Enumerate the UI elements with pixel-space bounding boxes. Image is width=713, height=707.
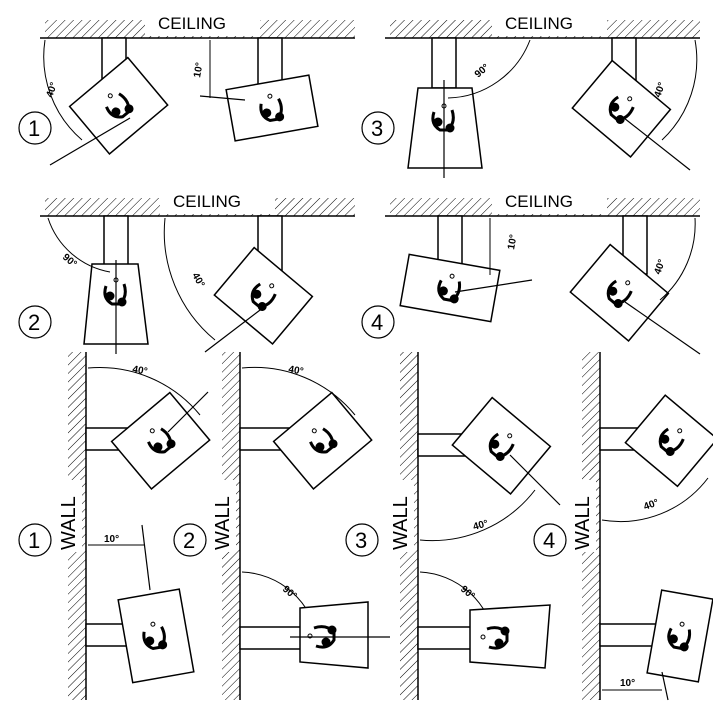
panel-wall-1: WALL 40° 10° 1: [18, 352, 211, 700]
axis-line: [199, 95, 246, 101]
mount-arm: [103, 215, 129, 267]
mount-plate: [646, 589, 713, 683]
angle-arc: [447, 39, 531, 99]
angle-label-10: 10°: [104, 534, 119, 545]
ceiling-label: CEILING: [173, 192, 241, 211]
axis-line: [49, 117, 131, 166]
mount-plate: [225, 74, 319, 142]
position-number-badge: [361, 305, 395, 339]
angle-label-90: 90°: [458, 584, 477, 602]
panel-ceiling-3: CEILING 90° 40° 3: [361, 14, 700, 178]
mount-plate: [68, 56, 169, 155]
axis-line: [624, 301, 701, 355]
mount-arm: [239, 626, 303, 650]
axis-line: [204, 303, 269, 353]
panel-wall-3: WALL 40° 90° 3: [345, 352, 561, 700]
angle-label-40: 40°: [652, 81, 668, 99]
angle-arc: [419, 489, 536, 542]
position-number-badge: [18, 305, 52, 339]
position-number: 3: [371, 116, 383, 141]
angle-label-40: 40°: [642, 497, 660, 513]
wall-label: WALL: [390, 496, 412, 550]
angle-label-40: 40°: [652, 258, 668, 276]
position-number: 2: [183, 528, 195, 553]
ceiling-label: CEILING: [505, 14, 573, 33]
panel-wall-4: WALL 40° 10° 4: [533, 352, 713, 701]
mount-plate: [399, 253, 501, 323]
mount-plate: [571, 59, 672, 158]
panel-ceiling-2: CEILING 90° 40° 2: [18, 192, 355, 354]
angle-label-10: 10°: [192, 62, 205, 79]
mount-plate: [451, 396, 552, 495]
position-number-badge: [361, 111, 395, 145]
angle-arc: [47, 217, 111, 273]
position-number-badge: [18, 111, 52, 145]
mount-plate: [469, 604, 551, 669]
angle-label-40: 40°: [472, 518, 489, 533]
mount-plate: [110, 391, 211, 490]
mount-plate: [213, 246, 314, 345]
angle-label-40: 40°: [287, 364, 304, 377]
panel-ceiling-1: CEILING 40° 10° 1: [18, 14, 355, 166]
angle-arc: [163, 217, 216, 341]
angle-label-90: 90°: [473, 62, 492, 80]
position-number: 4: [371, 310, 383, 335]
angle-arc: [661, 39, 698, 141]
mount-arm: [431, 37, 457, 89]
position-number-badge: [173, 523, 207, 557]
panel-ceiling-4: CEILING 10° 40° 4: [361, 192, 701, 355]
angle-label-40: 40°: [131, 364, 148, 377]
position-number: 1: [28, 116, 40, 141]
wall-label: WALL: [212, 496, 234, 550]
axis-line: [661, 671, 669, 701]
position-number-badge: [345, 523, 379, 557]
position-number-badge: [533, 523, 567, 557]
angle-label-40: 40°: [44, 81, 60, 99]
position-number: 3: [355, 528, 367, 553]
position-number: 1: [28, 528, 40, 553]
angle-arc: [43, 39, 83, 141]
angle-arc: [241, 366, 356, 416]
wall-label: WALL: [58, 496, 80, 550]
angle-arc: [601, 477, 709, 523]
position-number-badge: [18, 523, 52, 557]
angle-label-10: 10°: [506, 234, 519, 251]
ceiling-label: CEILING: [158, 14, 226, 33]
mount-plate: [624, 394, 713, 488]
angle-arc: [87, 367, 201, 416]
angle-label-90: 90°: [280, 584, 299, 602]
axis-line: [623, 117, 691, 171]
position-number: 2: [28, 310, 40, 335]
wall-label: WALL: [572, 496, 594, 550]
mount-plate: [407, 87, 483, 169]
angle-label-10: 10°: [620, 678, 635, 689]
mount-plate: [117, 588, 195, 684]
mount-arm: [599, 623, 661, 647]
mount-plate: [272, 391, 373, 490]
ceiling-label: CEILING: [505, 192, 573, 211]
angle-label-40: 40°: [189, 271, 206, 290]
angle-label-90: 90°: [60, 252, 79, 270]
position-number: 4: [543, 528, 555, 553]
axis-line: [167, 391, 209, 433]
angle-arc: [659, 217, 696, 301]
axis-line: [141, 524, 151, 591]
axis-line: [509, 454, 561, 506]
mount-plate: [569, 243, 670, 342]
panel-wall-2: WALL 40° 90° 2: [173, 352, 390, 700]
axis-line: [454, 279, 533, 293]
